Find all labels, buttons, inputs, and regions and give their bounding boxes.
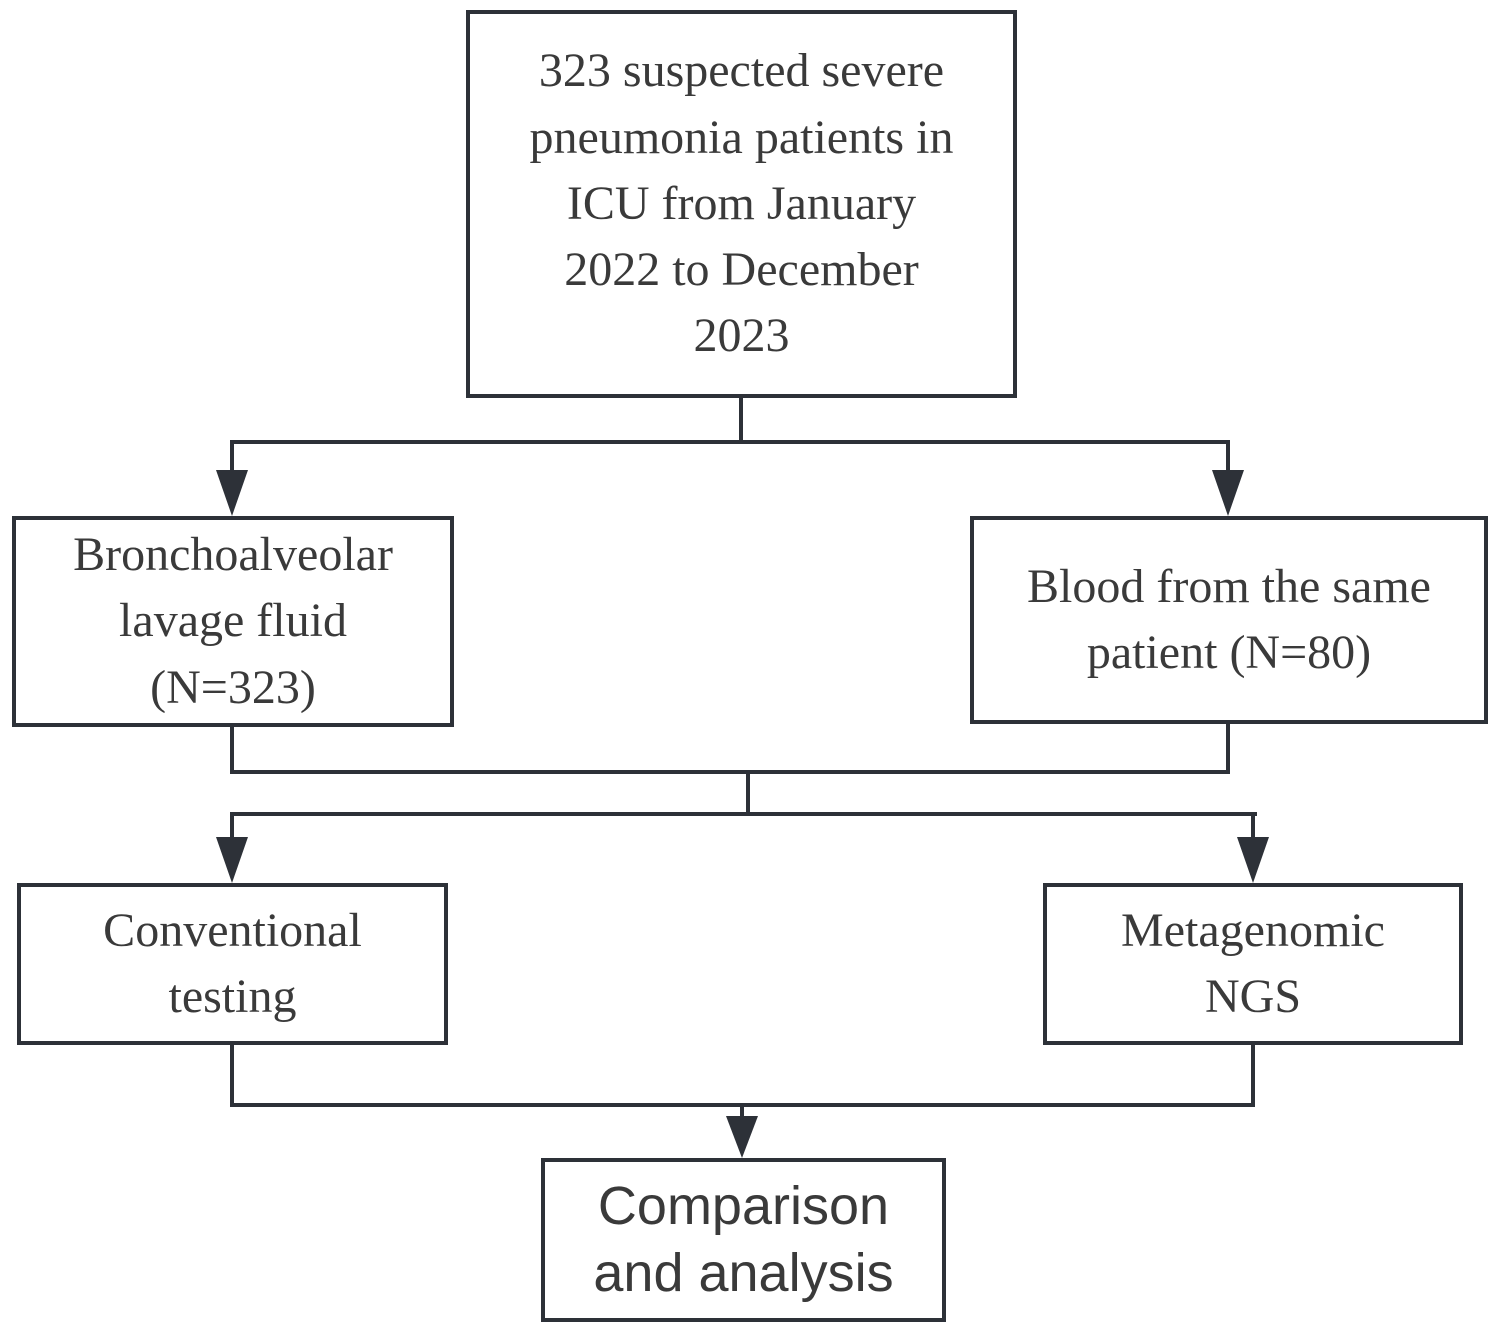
connector-top-stub: [739, 396, 743, 444]
arrowhead-down-icon: [216, 837, 248, 883]
connector-branch1-left-drop: [230, 440, 234, 474]
node-label: 323 suspected severe pneumonia patients …: [529, 44, 954, 363]
node-label: Conventional testing: [103, 903, 362, 1023]
connector-merge2-left: [230, 1045, 234, 1107]
arrowhead-down-icon: [1237, 837, 1269, 883]
node-metagenomic-ngs: Metagenomic NGS: [1043, 883, 1463, 1045]
node-label: Metagenomic NGS: [1121, 903, 1385, 1023]
connector-branch2-right-drop: [1251, 812, 1255, 842]
connector-branch2-horizontal: [230, 812, 1257, 816]
connector-merge2-right: [1251, 1045, 1255, 1107]
node-label: Comparison and analysis: [593, 1176, 894, 1303]
connector-merge1-left: [230, 727, 234, 774]
node-bronchoalveolar-lavage-fluid: Bronchoalveolar lavage fluid (N=323): [12, 516, 454, 727]
arrowhead-down-icon: [216, 470, 248, 516]
connector-branch2-left-drop: [230, 812, 234, 842]
node-comparison-and-analysis: Comparison and analysis: [541, 1158, 946, 1322]
connector-merge1-right: [1226, 722, 1230, 774]
connector-branch1-right-drop: [1226, 440, 1230, 474]
node-suspected-pneumonia-patients: 323 suspected severe pneumonia patients …: [466, 10, 1017, 398]
connector-center-stub: [746, 770, 750, 816]
node-label: Bronchoalveolar lavage fluid (N=323): [73, 528, 393, 714]
node-blood-same-patient: Blood from the same patient (N=80): [970, 516, 1488, 724]
arrowhead-down-icon: [726, 1116, 758, 1158]
node-conventional-testing: Conventional testing: [17, 883, 448, 1045]
connector-final-stub: [740, 1103, 744, 1121]
connector-branch1-horizontal: [230, 440, 1230, 444]
node-label: Blood from the same patient (N=80): [1027, 559, 1431, 679]
connector-merge1-horizontal: [230, 770, 1230, 774]
arrowhead-down-icon: [1212, 470, 1244, 516]
